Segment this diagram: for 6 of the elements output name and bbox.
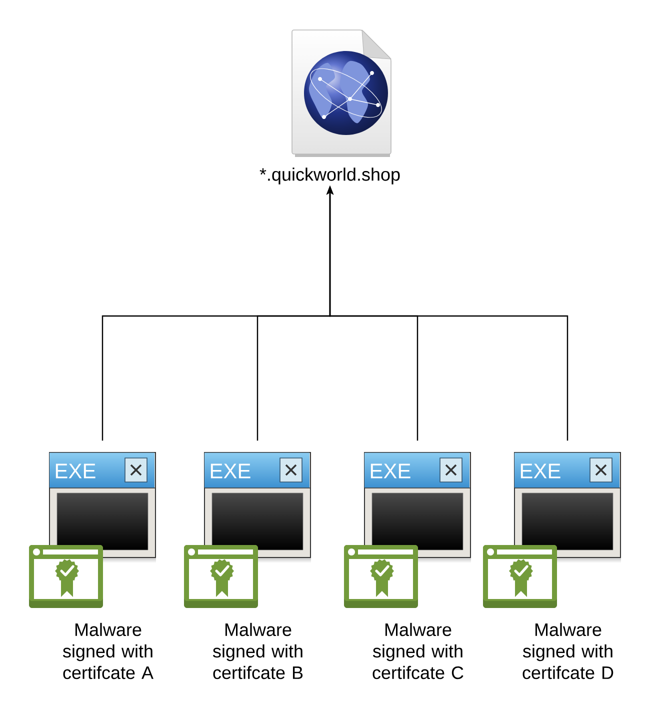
node-label: Malware signed with certifcate B — [212, 622, 303, 680]
node-label: Malware signed with certifcate C — [372, 622, 464, 680]
node-label: Malware signed with certifcate A — [62, 622, 154, 680]
node-label: Malware signed with certifcate D — [522, 622, 614, 680]
node-label: *.quickworld.shop — [260, 168, 400, 184]
program-window: EXE — [514, 452, 621, 558]
